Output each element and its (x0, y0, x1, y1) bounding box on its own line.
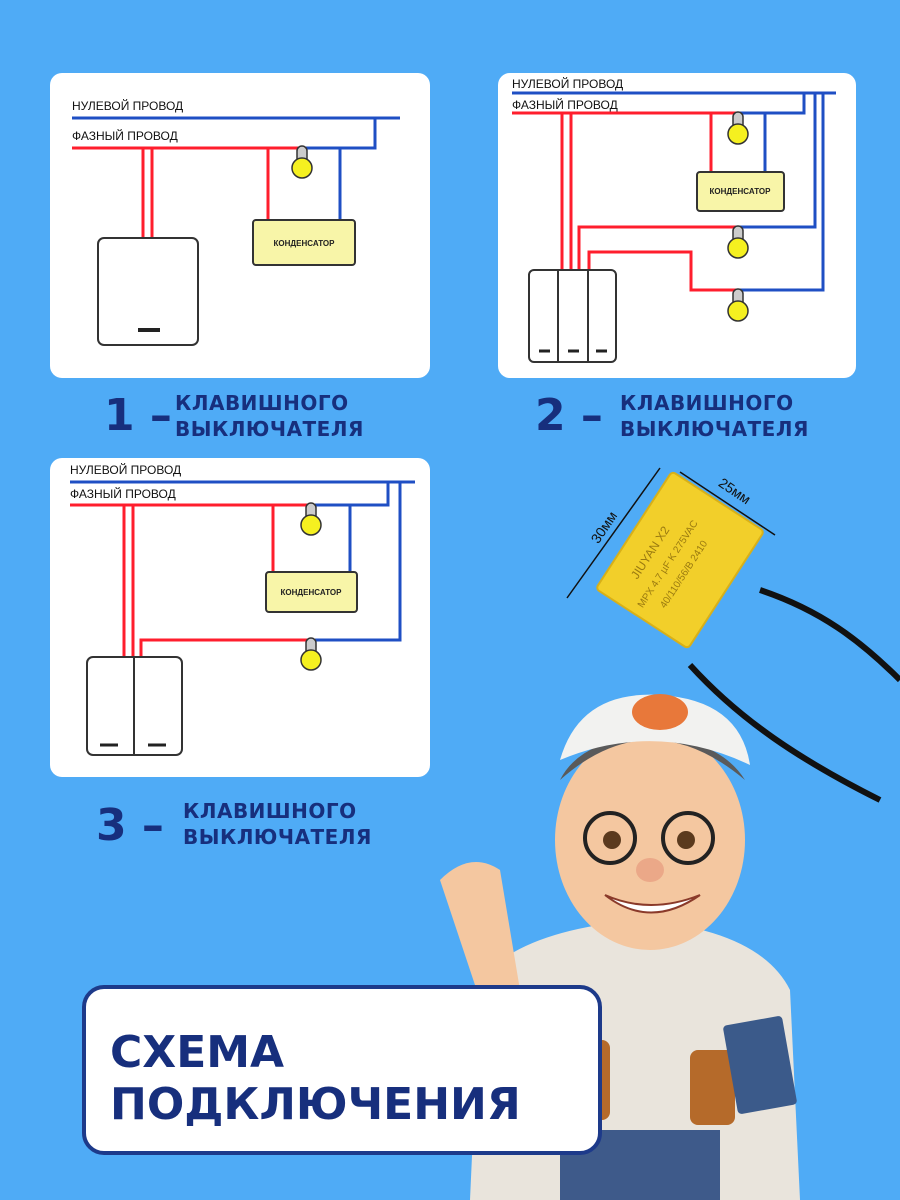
single-switch (97, 237, 199, 346)
diagram-1-caption: КЛАВИШНОГО ВЫКЛЮЧАТЕЛЯ (175, 390, 364, 442)
phase-wire-label: ФАЗНЫЙ ПРОВОД (72, 128, 178, 143)
lamp-icon (291, 145, 313, 179)
diagram-2-caption: КЛАВИШНОГО ВЫКЛЮЧАТЕЛЯ (620, 390, 809, 442)
caption-line: ВЫКЛЮЧАТЕЛЯ (175, 417, 364, 441)
dimension-arrow (566, 467, 661, 599)
dimension-arrow (679, 471, 776, 536)
lamp-icon (727, 111, 749, 145)
capacitor-label: КОНДЕНСАТОР (710, 187, 772, 196)
capacitor-photo: JIUYAN X2 MPX 4.7 µF K 275VAC 40/110/56/… (566, 467, 900, 803)
diagram-3: НУЛЕВОЙ ПРОВОД ФАЗНЫЙ ПРОВОД КОНДЕНСАТОР (70, 462, 415, 756)
lamp-icon (727, 288, 749, 322)
caption-line: КЛАВИШНОГО (183, 799, 357, 823)
diagram-3-number: 3 – (96, 800, 164, 851)
phase-wire-label: ФАЗНЫЙ ПРОВОД (512, 97, 618, 112)
banner-line-1: СХЕМА (110, 1027, 285, 1078)
width-dimension: 25мм (716, 474, 754, 507)
diagram-1-number: 1 – (104, 390, 172, 441)
diagram-2: НУЛЕВОЙ ПРОВОД ФАЗНЫЙ ПРОВОД КОНДЕНСАТОР (512, 76, 836, 363)
caption-line: ВЫКЛЮЧАТЕЛЯ (620, 417, 809, 441)
lamp-icon (300, 637, 322, 671)
height-dimension: 30мм (587, 508, 620, 546)
lamp-icon (727, 225, 749, 259)
neutral-wire-label: НУЛЕВОЙ ПРОВОД (72, 98, 183, 113)
diagram-1: НУЛЕВОЙ ПРОВОД ФАЗНЫЙ ПРОВОД КОНДЕНСАТОР (72, 98, 400, 346)
caption-line: ВЫКЛЮЧАТЕЛЯ (183, 825, 372, 849)
phase-wire-label: ФАЗНЫЙ ПРОВОД (70, 486, 176, 501)
title-banner: СХЕМА ПОДКЛЮЧЕНИЯ (82, 985, 602, 1155)
capacitor-label: КОНДЕНСАТОР (274, 239, 336, 248)
caption-line: КЛАВИШНОГО (175, 391, 349, 415)
banner-title: СХЕМА ПОДКЛЮЧЕНИЯ (110, 1027, 521, 1131)
neutral-wire-label: НУЛЕВОЙ ПРОВОД (70, 462, 181, 477)
diagram-3-caption: КЛАВИШНОГО ВЫКЛЮЧАТЕЛЯ (183, 798, 372, 850)
lamp-icon (300, 502, 322, 536)
capacitor-label: КОНДЕНСАТОР (281, 588, 343, 597)
diagram-2-number: 2 – (535, 390, 603, 441)
triple-switch (528, 269, 617, 363)
caption-line: КЛАВИШНОГО (620, 391, 794, 415)
banner-line-2: ПОДКЛЮЧЕНИЯ (110, 1079, 521, 1130)
neutral-wire-label: НУЛЕВОЙ ПРОВОД (512, 76, 623, 91)
